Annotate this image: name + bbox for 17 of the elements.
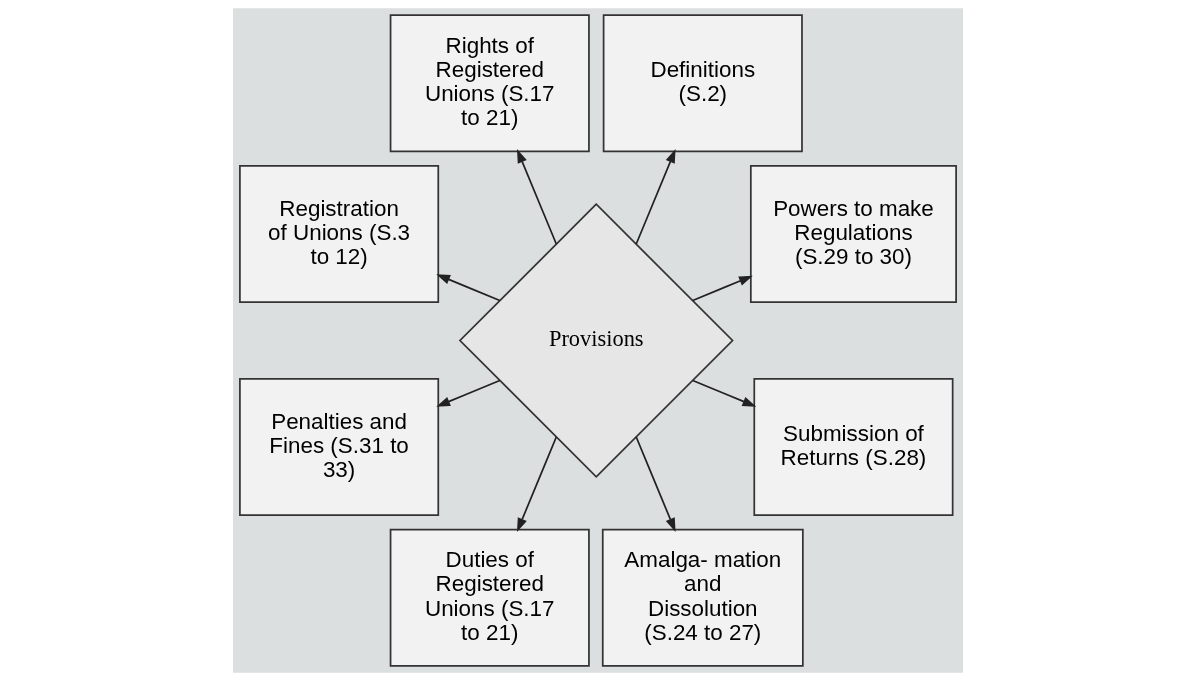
arrow: [635, 149, 676, 245]
arrow: [436, 274, 501, 302]
arrow: [691, 275, 753, 302]
node-box: Definitions (S.2): [602, 14, 803, 153]
arrow: [436, 379, 501, 407]
node-box: Duties of Registered Unions (S.17 to 21): [389, 528, 590, 667]
arrow: [691, 379, 757, 407]
node-box: Penalties and Fines (S.31 to 33): [239, 378, 440, 516]
node-box: Registration of Unions (S.3 to 12): [239, 165, 440, 303]
arrow: [516, 149, 558, 245]
node-box: Rights of Registered Unions (S.17 to 21): [389, 14, 590, 153]
node-box: Amalga- mation and Dissolution (S.24 to 27): [601, 528, 804, 667]
arrow: [516, 436, 558, 532]
node-diamond: Provisions: [458, 203, 734, 478]
arrow: [635, 436, 676, 532]
node-box: Powers to make Regulations (S.29 to 30): [749, 165, 957, 303]
node-box: Submission of Returns (S.28): [753, 378, 954, 516]
